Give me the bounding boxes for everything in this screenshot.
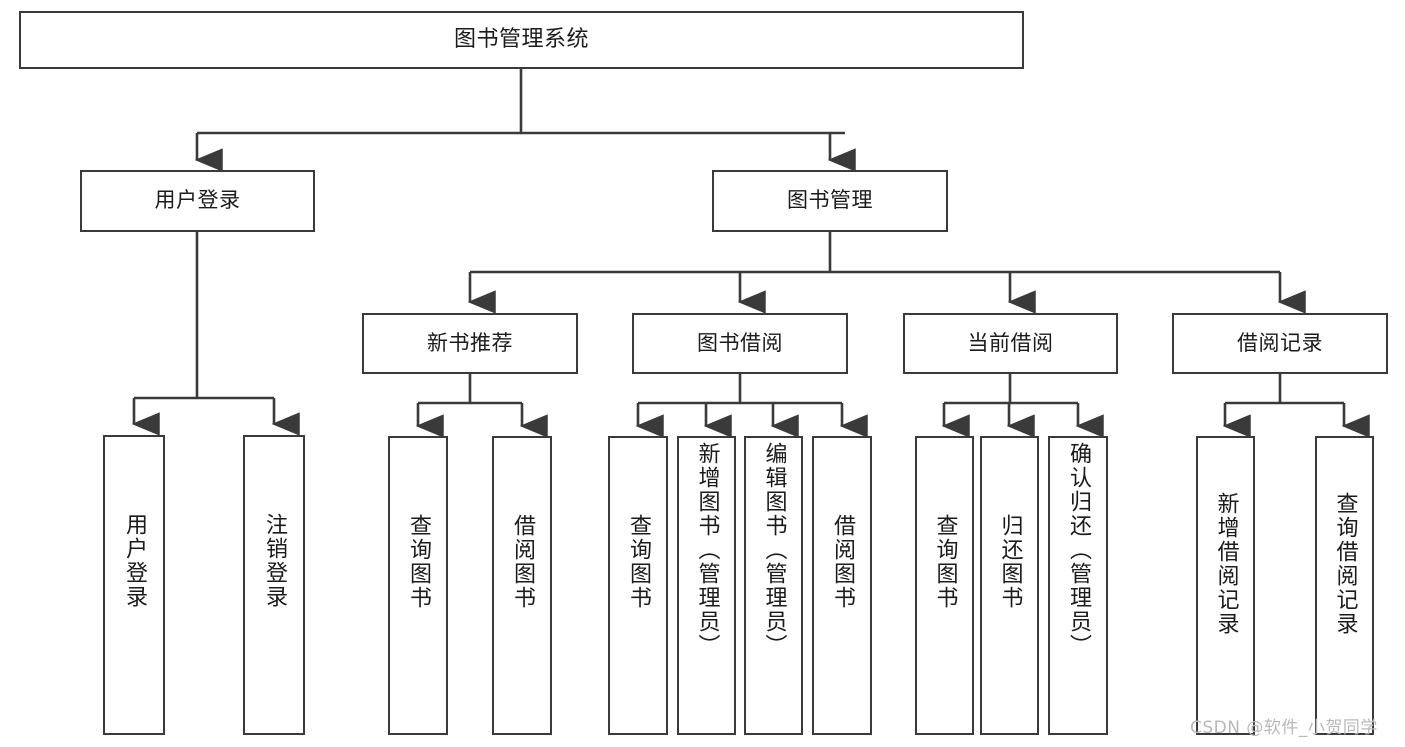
node-label: 新增图书（管理员） — [694, 442, 720, 658]
leaf-user-login-login[interactable]: 用户登录 — [103, 435, 165, 735]
leaf-borrow-record-query-record[interactable]: 查询借阅记录 — [1315, 436, 1374, 735]
node-user-login[interactable]: 用户登录 — [80, 170, 315, 232]
node-label: 借阅记录 — [1237, 330, 1323, 355]
leaf-new-book-query-book[interactable]: 查询图书 — [388, 436, 448, 735]
node-label: 查询借阅记录 — [1332, 492, 1358, 636]
node-label: 确认归还（管理员） — [1065, 442, 1091, 658]
node-label: 注销登录 — [261, 513, 287, 609]
leaf-new-book-borrow-book[interactable]: 借阅图书 — [492, 436, 552, 735]
node-label: 用户登录 — [121, 513, 147, 609]
leaf-current-borrow-return-book[interactable]: 归还图书 — [980, 436, 1039, 735]
node-book-manage[interactable]: 图书管理 — [712, 170, 948, 232]
node-current-borrow[interactable]: 当前借阅 — [903, 313, 1118, 374]
leaf-book-borrow-edit-book-admin[interactable]: 编辑图书（管理员） — [744, 436, 803, 735]
leaf-current-borrow-confirm-return-admin[interactable]: 确认归还（管理员） — [1048, 436, 1108, 735]
node-label: 图书借阅 — [697, 330, 783, 355]
csdn-watermark: CSDN @软件_小贺同学 — [1190, 718, 1378, 738]
node-new-book-recommend[interactable]: 新书推荐 — [362, 313, 578, 374]
leaf-book-borrow-query-book[interactable]: 查询图书 — [608, 436, 668, 735]
node-borrow-record[interactable]: 借阅记录 — [1172, 313, 1388, 374]
node-label: 借阅图书 — [829, 514, 855, 610]
leaf-borrow-record-add-record[interactable]: 新增借阅记录 — [1196, 436, 1255, 735]
node-label: 当前借阅 — [967, 330, 1054, 355]
leaf-book-borrow-borrow-book[interactable]: 借阅图书 — [812, 436, 872, 735]
node-label: 查询图书 — [405, 514, 431, 610]
node-label: 查询图书 — [625, 514, 651, 610]
node-root-system[interactable]: 图书管理系统 — [19, 11, 1024, 69]
leaf-book-borrow-add-book-admin[interactable]: 新增图书（管理员） — [677, 436, 736, 735]
node-label: 图书管理系统 — [453, 26, 589, 52]
leaf-user-login-logout[interactable]: 注销登录 — [243, 435, 305, 735]
leaf-current-borrow-query-book[interactable]: 查询图书 — [915, 436, 974, 735]
node-label: 图书管理 — [787, 188, 873, 213]
node-label: 新书推荐 — [427, 330, 513, 355]
node-label: 编辑图书（管理员） — [761, 442, 787, 658]
node-label: 归还图书 — [997, 514, 1023, 610]
node-label: 新增借阅记录 — [1213, 492, 1239, 636]
node-label: 借阅图书 — [509, 514, 535, 610]
node-book-borrow[interactable]: 图书借阅 — [632, 313, 848, 374]
node-label: 查询图书 — [932, 514, 958, 610]
node-label: 用户登录 — [154, 188, 241, 213]
